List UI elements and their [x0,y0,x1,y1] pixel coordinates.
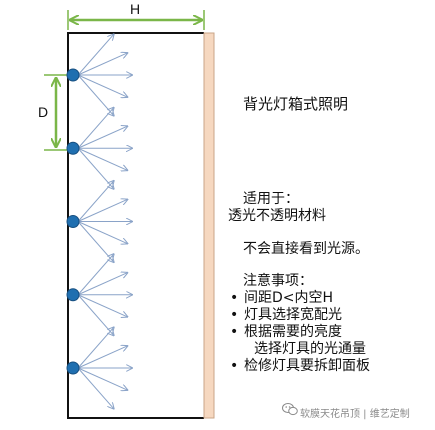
light-sources [66,34,132,409]
note-item: • 灯具选择宽配光 [228,307,370,324]
direct-view-note: 不会直接看到光源。 [243,241,369,257]
note-item: • 间距D<内空H [228,290,370,307]
light-source [66,108,132,189]
note-bullet: • [230,324,239,340]
light-ray [77,254,114,296]
light-ray [77,147,114,189]
light-ray [77,199,127,222]
light-ray [77,53,127,76]
light-ray [77,74,114,116]
light-source [66,181,132,263]
note-bullet: • [230,307,239,323]
note-text: 根据需要的亮度 [244,324,342,340]
light-ray [77,294,114,336]
diagram-title: 背光灯箱式照明 [243,95,349,113]
light-source [66,254,132,336]
d-label: D [38,104,48,120]
diffuser-panel [203,32,215,419]
applies-heading: 适用于： [243,191,299,207]
light-ray [77,34,114,76]
lightbox-frame [67,32,204,419]
led-lamp [66,68,80,82]
applies-body: 透光不透明材料 [228,208,326,224]
note-bullet: • [230,358,239,374]
light-ray [77,181,114,222]
note-text: 间距D<内空H [244,290,334,306]
light-ray [77,126,127,149]
light-ray [77,294,127,317]
light-ray [77,273,127,296]
light-ray [77,221,114,263]
note-text: 灯具选择宽配光 [244,307,342,323]
notes-heading: 注意事项： [243,273,313,289]
note-text: 检修灯具要拆卸面板 [244,358,370,374]
note-item-continuation: 选择灯具的光通量 [228,341,370,358]
note-item: • 根据需要的亮度 [228,324,370,341]
note-item: • 检修灯具要拆卸面板 [228,358,370,375]
note-text: 选择灯具的光通量 [254,341,366,357]
light-ray [77,108,114,149]
led-lamp [66,361,80,375]
light-ray [77,327,114,369]
light-ray [77,367,114,409]
light-source [66,327,132,409]
light-ray [77,147,127,170]
light-ray [77,346,127,369]
watermark-text: 软膜天花吊顶 | 维艺定制 [300,409,410,420]
note-bullet: • [230,290,239,306]
led-lamp [66,141,80,155]
led-lamp [66,288,80,302]
light-ray [77,221,127,244]
wechat-icon [282,403,298,416]
light-ray [77,367,127,390]
light-source [66,34,132,116]
h-label: H [130,1,140,17]
light-ray [77,74,127,97]
notes-list: • 间距D<内空H • 灯具选择宽配光 • 根据需要的亮度 选择灯具的光通量 • 检修灯… [228,290,370,375]
led-lamp [66,215,80,228]
